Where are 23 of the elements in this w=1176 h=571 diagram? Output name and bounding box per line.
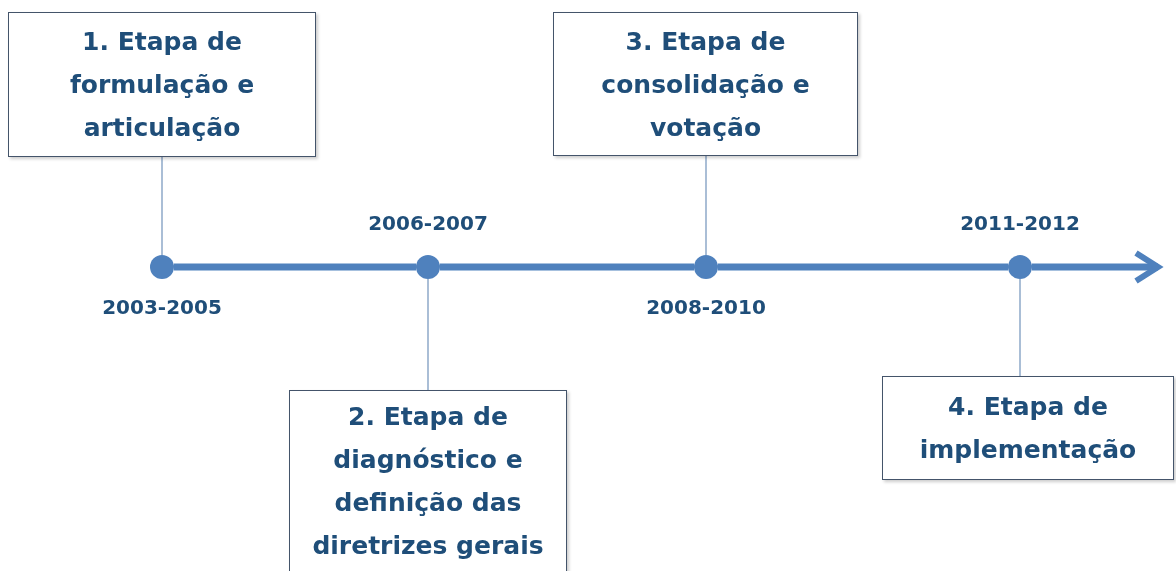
year-label: 2006-2007 bbox=[368, 211, 488, 235]
connector-line bbox=[161, 156, 163, 256]
stage-title: 4. Etapa de implementação bbox=[918, 391, 1138, 466]
timeline-dot bbox=[150, 255, 174, 279]
stage-title: 1. Etapa de formulação e articulação bbox=[68, 26, 256, 144]
timeline-dot bbox=[416, 255, 440, 279]
year-label: 2003-2005 bbox=[102, 295, 222, 319]
timeline-arrow bbox=[1032, 250, 1161, 284]
timeline-dot bbox=[1008, 255, 1032, 279]
stage-box bbox=[553, 12, 858, 156]
connector-line bbox=[705, 155, 707, 256]
year-label: 2011-2012 bbox=[960, 211, 1080, 235]
timeline-line bbox=[440, 263, 694, 271]
stage-title: 3. Etapa de consolidação e votação bbox=[600, 25, 811, 144]
connector-line bbox=[1019, 278, 1021, 377]
connector-line bbox=[427, 278, 429, 391]
stage-title: 2. Etapa de diagnóstico e definição das diretrizes gerais bbox=[311, 401, 545, 562]
stage-box bbox=[8, 12, 316, 157]
timeline-dot bbox=[694, 255, 718, 279]
year-label: 2008-2010 bbox=[646, 295, 766, 319]
stage-box bbox=[882, 376, 1174, 480]
stage-box bbox=[289, 390, 567, 571]
timeline-line bbox=[718, 263, 1008, 271]
